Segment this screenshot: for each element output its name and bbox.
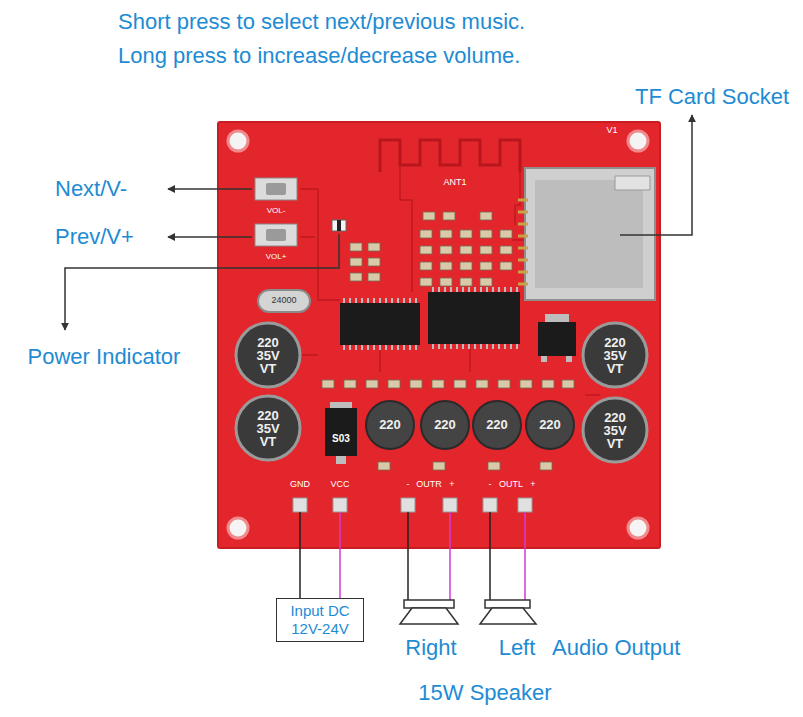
speaker-label: Left [499,636,536,660]
speaker-label: Right [405,636,456,660]
speaker-label: 15W Speaker [418,681,551,705]
pin-label: OUTL [499,480,523,490]
callout-label: Next/V- [55,177,127,201]
inductor-marking: 220 [539,418,561,432]
capacitor-marking: 220 35V VT [250,336,286,375]
capacitor-marking: 220 35V VT [597,411,633,450]
crystal-marking: 24000 [271,296,296,306]
pin-label: + [449,480,454,490]
instruction-note: Short press to select next/previous musi… [118,10,525,34]
smd-components [322,212,574,470]
pin-label: OUTR [416,480,442,490]
mounting-holes [228,131,648,538]
node-text: Input DC 12V-24V [283,602,357,638]
silkscreen-label: VOL+ [266,253,287,262]
wire [300,512,525,600]
terminal-pad [293,498,532,512]
power-led [332,220,346,231]
silkscreen-label: V1 [606,126,617,136]
power-input-box: Input DC 12V-24V [276,598,364,642]
pin-label: - [407,480,410,490]
pin-label: - [489,480,492,490]
pcb-board [218,122,660,548]
pin-label: VCC [330,480,349,490]
pin-label: GND [290,480,310,490]
speaker-symbol [400,600,536,624]
callout-label: Power Indicator [28,345,181,369]
inductor-marking: 220 [486,418,508,432]
push-button [255,178,297,246]
leader-line [65,115,692,330]
crystal [258,290,310,312]
inductor [366,401,574,449]
electrolytic-capacitor [236,323,647,462]
antenna-trace [380,140,520,172]
inductor-marking: 220 [379,418,401,432]
instruction-note: Long press to increase/decrease volume. [118,44,520,68]
voltage-regulator [538,314,576,362]
ic-chip [340,287,520,350]
silkscreen-label: ANT1 [443,178,466,188]
capacitor-marking: 220 35V VT [250,409,286,448]
callout-label: Prev/V+ [55,225,134,249]
silkscreen-label: VOL- [267,207,286,216]
speaker-label: Audio Output [552,636,680,660]
pin-label: + [530,480,535,490]
inductor-marking: 220 [434,418,456,432]
diode-marking: S03 [332,433,350,444]
diode [325,402,357,464]
callout-label: TF Card Socket [635,85,789,109]
tf-card-socket [518,168,655,300]
capacitor-marking: 220 35V VT [597,336,633,375]
